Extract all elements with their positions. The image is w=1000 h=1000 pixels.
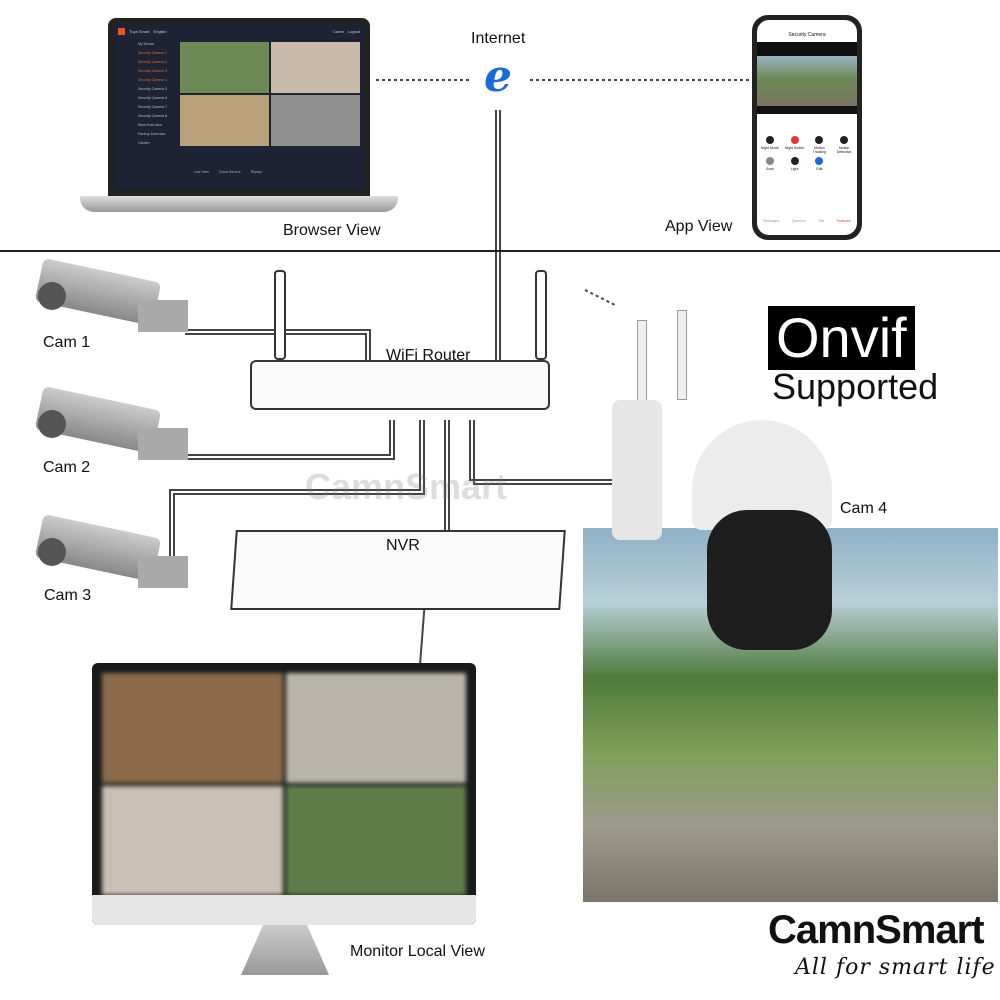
brand-slogan: All for smart life <box>795 955 996 980</box>
nav-site[interactable]: Site <box>818 219 825 223</box>
app-view-label: App View <box>665 218 733 235</box>
brand-logo: CamnSmart <box>768 908 985 952</box>
nvr-label: NVR <box>386 537 420 554</box>
feature-night-mode[interactable]: Night Mode <box>759 136 781 154</box>
feature-edit[interactable]: Edit <box>809 157 831 171</box>
device-header: My Device <box>138 42 155 46</box>
camera-head <box>707 510 832 650</box>
device-item[interactable]: Security Camera 4 <box>138 78 167 82</box>
camera-feed <box>102 673 283 783</box>
tab-cloud-service[interactable]: Cloud Service <box>218 170 241 174</box>
watermark: CamnSmart <box>305 466 508 507</box>
nav-features[interactable]: Features <box>836 219 851 223</box>
device-item[interactable]: Factory front door <box>138 132 166 136</box>
monitor <box>92 663 476 925</box>
device-item[interactable]: Garden <box>138 141 150 145</box>
feature-motion-tracking[interactable]: Motion Tracking <box>809 136 831 154</box>
tuya-logo-icon <box>118 27 125 35</box>
camera-feed[interactable] <box>271 95 360 146</box>
device-item[interactable]: Security Camera 2 <box>138 60 167 64</box>
app-title: Security Camera <box>788 32 826 38</box>
monitor-label: Monitor Local View <box>350 943 485 960</box>
camera-feed <box>102 785 283 895</box>
nav-messages[interactable]: Messages <box>763 219 780 223</box>
smartphone-app: Security Camera Night Mode Night Switch … <box>752 15 862 240</box>
bullet-camera-2 <box>34 386 188 470</box>
feature-motion-detection[interactable]: Motion Detection <box>833 136 855 154</box>
device-item[interactable]: Security Camera 7 <box>138 105 167 109</box>
feature-scan[interactable]: Scan <box>759 157 781 171</box>
tab-live-view[interactable]: Live View <box>194 170 209 174</box>
wall-mount <box>612 400 662 540</box>
device-item[interactable]: Security Camera 5 <box>138 87 167 91</box>
tab-replay[interactable]: Replay <box>250 170 262 174</box>
bullet-camera-3 <box>34 514 188 598</box>
camera-antenna <box>677 310 687 400</box>
laptop-base <box>80 196 398 212</box>
feature-night-switch[interactable]: Night Switch <box>784 136 806 154</box>
language-select[interactable]: English <box>153 28 167 34</box>
app-name: Tuya Smart <box>129 28 150 34</box>
user-menu[interactable]: Camn <box>333 28 344 34</box>
device-item[interactable]: Security Camera 6 <box>138 96 167 100</box>
camera-antenna <box>637 320 647 410</box>
device-list: My Device Security Camera 1 Security Cam… <box>138 42 178 150</box>
camera-grid <box>180 42 360 146</box>
wifi-router <box>250 360 550 410</box>
nav-question[interactable]: Question <box>791 219 806 223</box>
router-antenna <box>535 270 547 360</box>
browser-view-label: Browser View <box>283 222 381 239</box>
camera-feed[interactable] <box>180 95 269 146</box>
internet-explorer-icon: e <box>484 51 512 102</box>
cam4-label: Cam 4 <box>840 500 888 517</box>
onvif-supported-text: Supported <box>772 366 939 407</box>
bullet-camera-1 <box>34 258 188 342</box>
laptop-browser: Tuya Smart English Camn Logout My Device… <box>108 18 370 196</box>
cam2-label: Cam 2 <box>43 459 91 476</box>
device-item[interactable]: Security Camera 3 <box>138 69 167 73</box>
device-item[interactable]: Security Camera 8 <box>138 114 167 118</box>
router-label: WiFi Router <box>386 347 471 364</box>
device-item[interactable]: Security Camera 1 <box>138 51 167 55</box>
cam3-label: Cam 3 <box>44 587 92 604</box>
monitor-chin <box>92 895 476 925</box>
onvif-badge: Onvif <box>768 306 915 370</box>
ptz-dome-camera <box>612 310 842 650</box>
section-divider <box>0 250 1000 252</box>
camera-feed[interactable] <box>271 42 360 93</box>
feature-light[interactable]: Light <box>784 157 806 171</box>
logout-link[interactable]: Logout <box>347 28 360 34</box>
camera-feed <box>285 673 466 783</box>
device-item[interactable]: Store front door <box>138 123 163 127</box>
camera-feed <box>285 785 466 895</box>
cam1-label: Cam 1 <box>43 334 91 351</box>
router-antenna <box>274 270 286 360</box>
camera-feed[interactable] <box>757 56 857 106</box>
camera-feed[interactable] <box>180 42 269 93</box>
internet-label: Internet <box>471 30 526 47</box>
